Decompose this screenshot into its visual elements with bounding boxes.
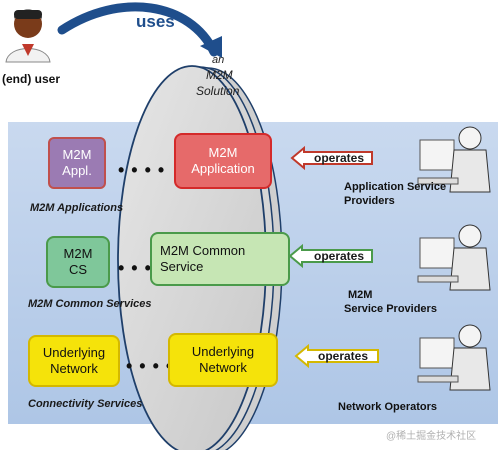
role-2-line1: M2M [348,289,373,301]
m2m-appl-line2: Appl. [62,163,92,178]
provider-person-icon-2 [417,224,491,291]
operates-arrow-2 [288,243,373,269]
role-1-line1: Application Service [344,181,447,193]
solution-title-line1: an [212,54,225,66]
m2m-application-line1: M2M [208,145,238,160]
user-icon [5,9,51,63]
m2m-cs-line1: M2M [63,246,93,261]
solution-title-line2: M2M [206,68,233,82]
operates-label-2: operates [314,249,365,263]
layer1-caption: M2M Applications [30,202,124,214]
m2m-cs-line2: CS [68,262,88,277]
layer3-caption: Connectivity Services [28,398,143,410]
watermark: @稀土掘金技术社区 [386,431,477,442]
m2m-appl-line1: M2M [62,147,92,162]
m2m-common-service-line1: M2M Common [160,243,246,258]
uses-arrow [57,2,219,57]
m2m-common-service-line2: Service [160,259,204,274]
layer3-dots: • • • • [126,356,174,376]
operates-label-1: operates [314,151,365,165]
role-2-line2: Service Providers [344,303,437,315]
provider-person-icon-3 [417,324,491,391]
underlying-right-line2: Network [199,360,247,375]
underlying-right-line1: Underlying [191,344,255,359]
underlying-left-line1: Underlying [42,345,106,360]
operates-label-3: operates [318,349,369,363]
provider-person-icon-1 [417,126,491,193]
role-2: M2M Service Providers [344,288,437,316]
actor-label: (end) user [2,72,61,86]
uses-arrow-head [200,36,222,58]
operates-arrow-1 [290,145,373,171]
role-3: Network Operators [338,400,437,414]
operates-arrow-3 [294,343,379,369]
solution-title-line3: Solution [196,84,240,98]
uses-label: uses [136,12,175,31]
layer1-dots: • • • • [118,160,166,180]
layer2-caption: M2M Common Services [28,298,152,310]
underlying-left-line2: Network [50,361,98,376]
role-3-line1: Network Operators [338,401,438,413]
m2m-application-line2: Application [191,161,255,176]
role-1: Application Service Providers [344,180,446,208]
role-1-line2: Providers [344,195,395,207]
